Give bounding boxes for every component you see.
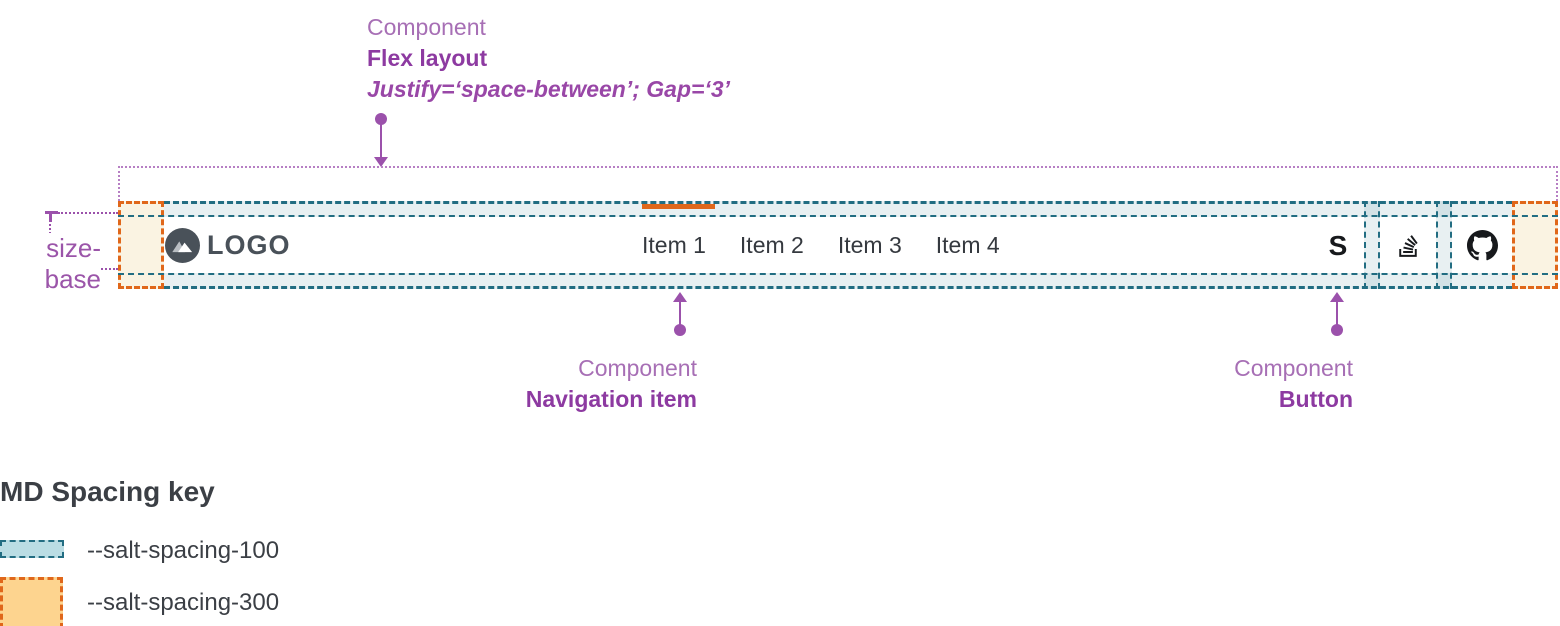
callout-dot <box>375 113 387 125</box>
size-base-label: size-base <box>0 233 101 295</box>
callout-line <box>679 300 681 325</box>
spacing-100-inner-line-bottom <box>118 273 1558 275</box>
nav-item-1[interactable]: Item 1 <box>642 232 706 258</box>
legend-label-spacing-300: --salt-spacing-300 <box>87 589 280 616</box>
spacing-100-inner-line-top <box>118 215 1558 217</box>
callout-line <box>380 124 382 158</box>
callout-dot <box>674 324 686 336</box>
size-base-cap-top <box>45 211 58 214</box>
button-annotation: Component Button <box>1103 353 1353 415</box>
spacing-100-gap-2 <box>1436 201 1452 289</box>
annotation-title: Navigation item <box>525 386 697 412</box>
navigation-item-annotation: Component Navigation item <box>447 353 697 415</box>
mountain-logo-icon <box>165 228 200 263</box>
callout-line <box>1336 300 1338 325</box>
spacing-100-strip-top <box>164 201 1512 217</box>
spacing-100-gap-1 <box>1364 201 1380 289</box>
annotation-title: Flex layout <box>367 45 488 71</box>
symphony-icon: S <box>1328 229 1348 261</box>
size-base-extension-top <box>58 212 118 214</box>
size-base-cap-top-stem <box>49 213 52 222</box>
annotation-eyebrow: Component <box>367 14 486 40</box>
logo-text: LOGO <box>207 230 291 260</box>
stackoverflow-button[interactable] <box>1380 217 1437 274</box>
active-item-indicator <box>642 204 715 209</box>
stackoverflow-icon <box>1396 233 1422 259</box>
spacing-300-swatch <box>0 577 63 626</box>
annotation-title: Button <box>1278 386 1353 412</box>
logo[interactable]: LOGO <box>165 217 291 274</box>
nav-item-4[interactable]: Item 4 <box>935 232 1000 258</box>
arrow-up-icon <box>673 292 687 302</box>
navigation-items: Item 1 Item 2 Item 3 Item 4 <box>642 217 1000 274</box>
annotation-eyebrow: Component <box>578 355 697 381</box>
annotation-detail: Justify=‘space-between’; Gap=‘3’ <box>367 76 731 102</box>
arrow-down-icon <box>374 157 388 167</box>
callout-dot <box>1331 324 1343 336</box>
symphony-button[interactable]: S <box>1314 217 1362 274</box>
nav-item-3[interactable]: Item 3 <box>837 232 902 258</box>
flex-layout-annotation: Component Flex layout Justify=‘space-bet… <box>367 12 730 105</box>
annotation-eyebrow: Component <box>1234 355 1353 381</box>
legend-title: MD Spacing key <box>0 476 215 507</box>
spacing-100-swatch <box>0 540 64 558</box>
github-icon <box>1466 230 1498 261</box>
arrow-up-icon <box>1330 292 1344 302</box>
nav-item-2[interactable]: Item 2 <box>739 232 804 258</box>
navigation-bar: LOGO Item 1 Item 2 Item 3 Item 4 S <box>118 201 1558 289</box>
legend-label-spacing-100: --salt-spacing-100 <box>87 537 280 564</box>
github-button[interactable] <box>1452 217 1512 274</box>
spacing-100-strip-bottom <box>164 273 1512 289</box>
